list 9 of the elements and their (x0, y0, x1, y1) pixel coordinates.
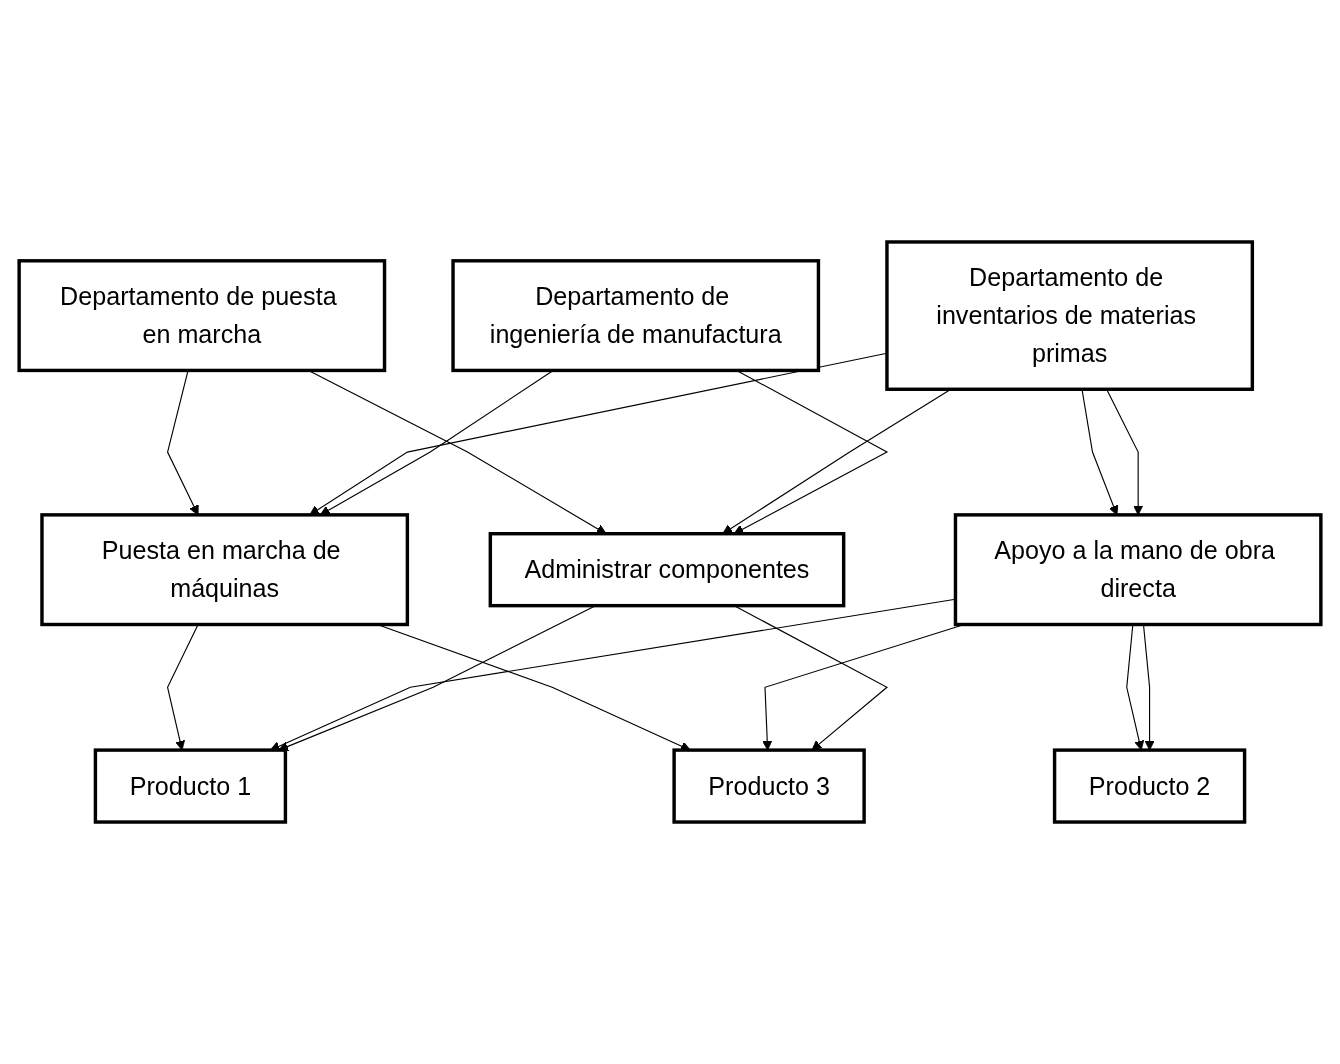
node-box: Departamento de inventarios de materias primas (885, 240, 1255, 391)
node-box: Apoyo a la mano de obra directa (953, 513, 1323, 627)
node-box: Departamento de puesta en marcha (17, 259, 387, 373)
node-box: Administrar componentes (488, 532, 846, 608)
node-box: Producto 3 (672, 748, 866, 824)
node-box: Producto 1 (93, 748, 288, 824)
node-box: Producto 2 (1052, 748, 1247, 824)
node-box: Departamento de ingeniería de manufactura (451, 259, 821, 373)
node-box: Puesta en marcha de máquinas (40, 513, 410, 627)
